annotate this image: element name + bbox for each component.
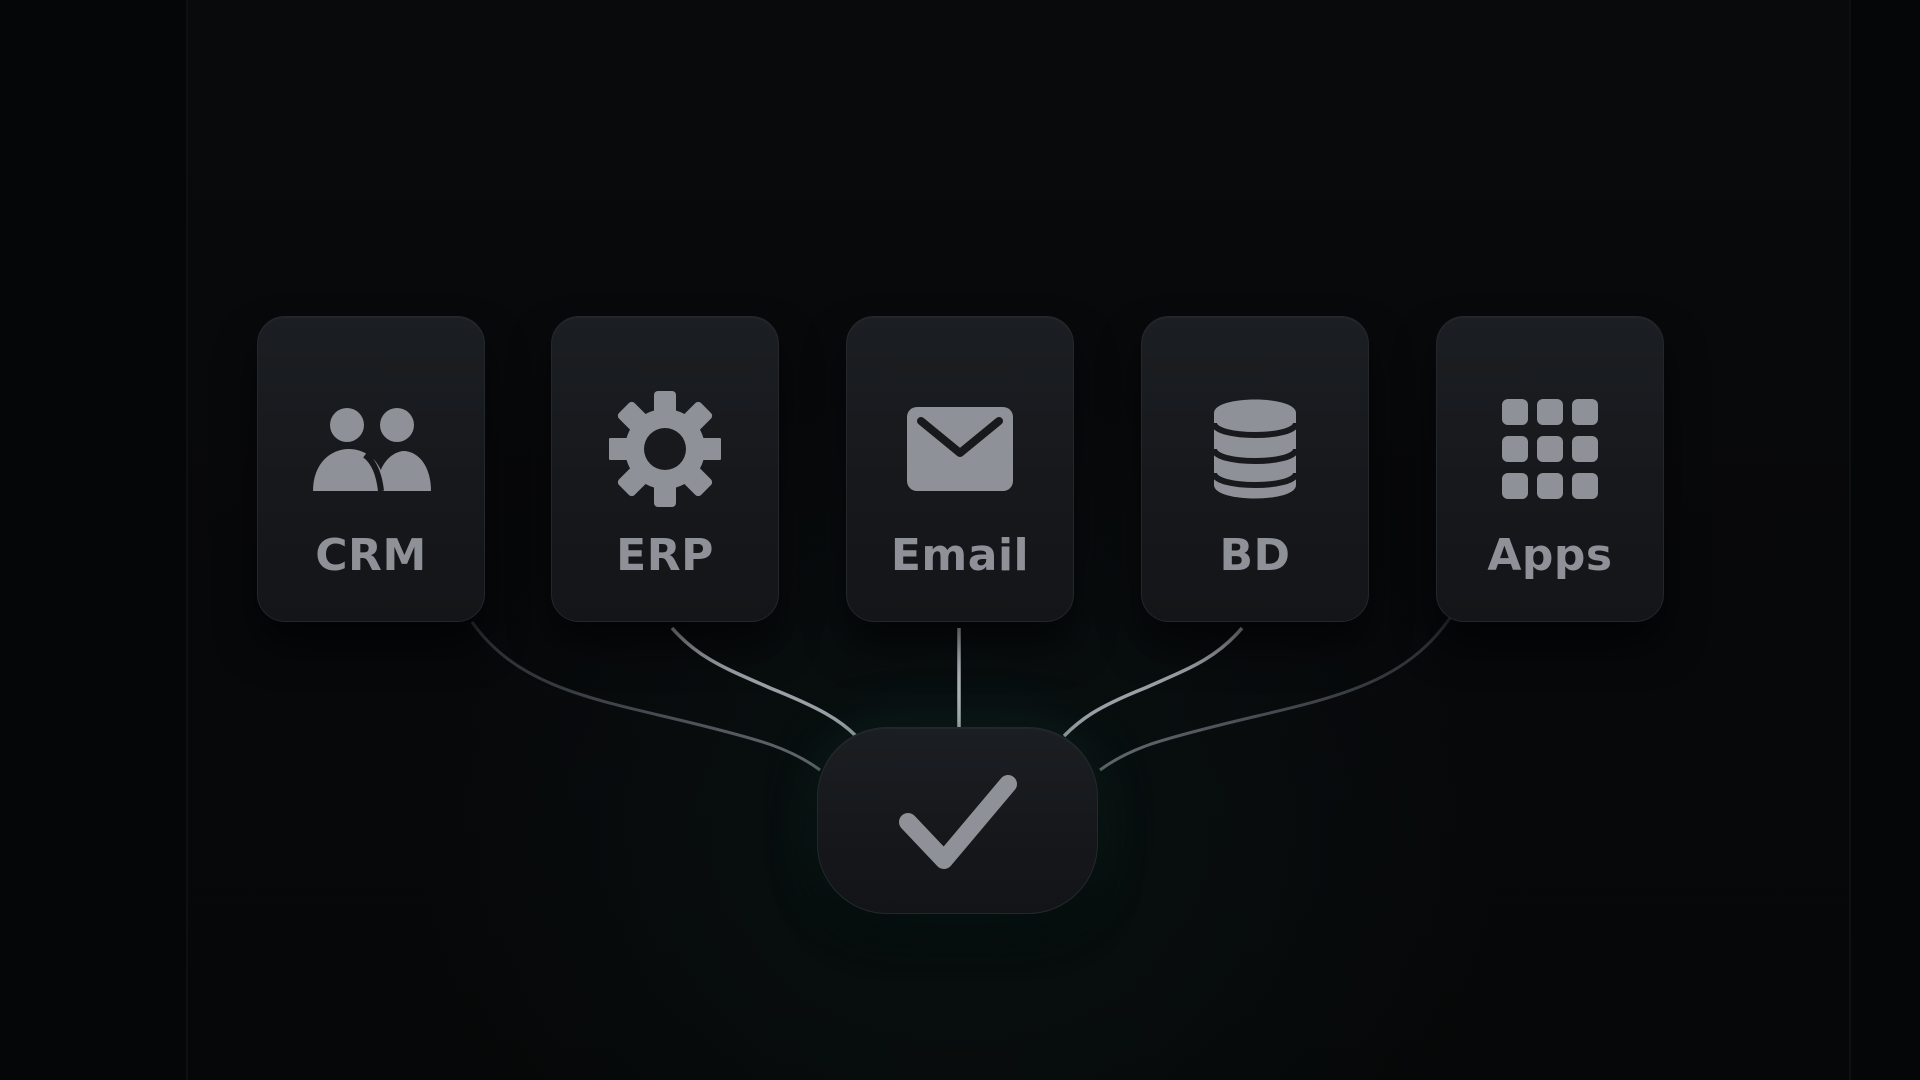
people-icon (311, 389, 431, 509)
connector-erp (670, 626, 858, 738)
source-card-email[interactable]: Email (846, 316, 1074, 622)
database-icon (1195, 389, 1315, 509)
grid-icon (1490, 389, 1610, 509)
source-label: BD (1219, 530, 1291, 581)
connector-apps (1099, 617, 1452, 772)
envelope-icon (900, 389, 1020, 509)
source-label: CRM (315, 530, 427, 581)
source-card-erp[interactable]: ERP (551, 316, 779, 622)
right-side-band (1849, 0, 1920, 1080)
verified-node[interactable] (817, 727, 1098, 914)
source-label: ERP (616, 530, 714, 581)
left-side-band (0, 0, 188, 1080)
connector-crm (470, 621, 821, 772)
source-card-crm[interactable]: CRM (257, 316, 485, 622)
checkmark-icon (888, 766, 1028, 876)
source-card-apps[interactable]: Apps (1436, 316, 1664, 622)
gear-icon (605, 389, 725, 509)
source-label: Email (890, 530, 1030, 581)
source-card-bd[interactable]: BD (1141, 316, 1369, 622)
source-label: Apps (1487, 530, 1613, 581)
connector-bd (1062, 626, 1244, 738)
